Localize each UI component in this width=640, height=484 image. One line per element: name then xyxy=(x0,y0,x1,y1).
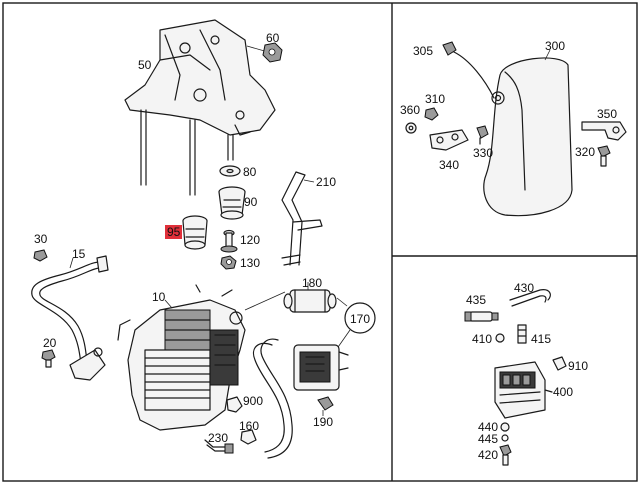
label-910: 910 xyxy=(568,359,588,373)
label-400: 400 xyxy=(553,385,573,399)
label-30: 30 xyxy=(34,232,48,246)
part-180-filter[interactable] xyxy=(283,282,337,313)
part-10-compressor[interactable] xyxy=(117,284,246,431)
label-440: 440 xyxy=(478,420,498,434)
part-320-bolt[interactable] xyxy=(597,145,611,167)
part-300-reservoir[interactable] xyxy=(483,49,573,217)
part-420-bolt[interactable] xyxy=(499,444,512,466)
part-160-cap[interactable] xyxy=(240,429,257,445)
label-230: 230 xyxy=(208,431,228,445)
label-170: 170 xyxy=(350,312,370,326)
label-15: 15 xyxy=(72,247,86,261)
part-50-bracket[interactable] xyxy=(124,19,276,196)
label-210: 210 xyxy=(316,175,336,189)
part-440-washer[interactable] xyxy=(500,422,510,432)
part-95-rubber-mount[interactable] xyxy=(182,215,208,250)
label-900: 900 xyxy=(243,394,263,408)
part-360-washer[interactable] xyxy=(405,122,417,134)
part-30-fitting[interactable] xyxy=(33,249,48,262)
part-120-bolt[interactable] xyxy=(220,229,238,253)
label-420: 420 xyxy=(478,448,498,462)
label-445: 445 xyxy=(478,432,498,446)
part-330-clip[interactable] xyxy=(476,125,489,145)
label-80: 80 xyxy=(243,165,257,179)
connector-line-10-180 xyxy=(244,291,286,311)
part-190-dryer[interactable] xyxy=(252,338,349,459)
part-60-nut[interactable] xyxy=(246,42,283,63)
label-415: 415 xyxy=(531,332,551,346)
part-20-screw[interactable] xyxy=(41,349,56,368)
part-210-air-line[interactable] xyxy=(281,171,323,266)
part-410-screw[interactable] xyxy=(495,333,505,343)
label-340: 340 xyxy=(439,158,459,172)
part-900-clip[interactable] xyxy=(226,396,243,413)
part-305-connector[interactable] xyxy=(442,41,495,99)
label-120: 120 xyxy=(240,233,260,247)
label-95: 95 xyxy=(167,225,181,239)
label-435: 435 xyxy=(466,293,486,307)
part-350-bracket[interactable] xyxy=(581,121,627,141)
part-430-hose[interactable] xyxy=(509,289,551,307)
part-130-nut[interactable] xyxy=(220,255,237,270)
label-20: 20 xyxy=(43,336,57,350)
part-400-valve-block[interactable] xyxy=(494,361,553,419)
part-415-fitting[interactable] xyxy=(517,324,527,344)
label-330: 330 xyxy=(473,146,493,160)
part-90-rubber-mount[interactable] xyxy=(218,186,246,220)
label-360: 360 xyxy=(400,103,420,117)
label-130: 130 xyxy=(240,256,260,270)
label-410: 410 xyxy=(472,332,492,346)
part-80-washer[interactable] xyxy=(219,165,241,177)
label-50: 50 xyxy=(138,58,152,72)
label-350: 350 xyxy=(597,107,617,121)
part-445-o-ring[interactable] xyxy=(501,434,509,442)
label-160: 160 xyxy=(239,419,259,433)
part-910-clip[interactable] xyxy=(552,356,567,371)
label-10: 10 xyxy=(152,290,166,304)
label-180: 180 xyxy=(302,276,322,290)
part-230-harness[interactable] xyxy=(204,439,234,454)
part-310-nut[interactable] xyxy=(424,107,439,121)
label-300: 300 xyxy=(545,39,565,53)
label-60: 60 xyxy=(266,31,280,45)
label-90: 90 xyxy=(244,195,258,209)
label-95-highlight xyxy=(165,225,182,239)
part-435-sensor[interactable] xyxy=(464,311,499,322)
part-340-bracket[interactable] xyxy=(429,129,469,151)
label-310: 310 xyxy=(425,92,445,106)
part-15-air-pipe[interactable] xyxy=(31,255,109,381)
label-320: 320 xyxy=(575,145,595,159)
label-190: 190 xyxy=(313,415,333,429)
label-305: 305 xyxy=(413,44,433,58)
label-430: 430 xyxy=(514,281,534,295)
